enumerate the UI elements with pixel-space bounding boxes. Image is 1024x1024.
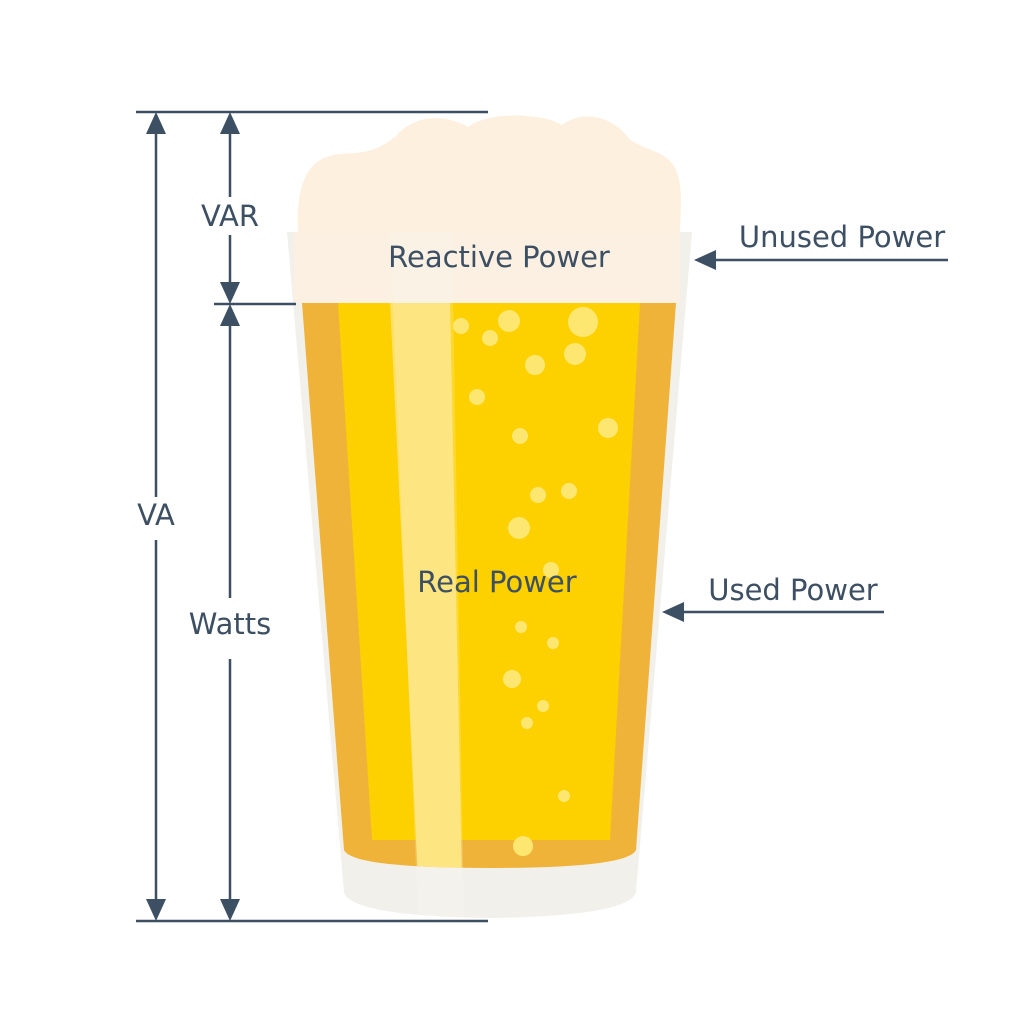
bubble (515, 621, 527, 633)
arrowheads (146, 112, 716, 921)
bubble (498, 310, 520, 332)
watts-arrow-up-icon (220, 304, 240, 326)
used-arrow-icon (662, 602, 684, 622)
watts-arrow-down-icon (220, 899, 240, 921)
var-arrow-up-icon (220, 112, 240, 134)
dimension-lines (136, 110, 948, 923)
unused-arrow-icon (694, 250, 716, 270)
bubble (525, 355, 545, 375)
var-label: VAR (201, 199, 259, 233)
beer-liquid (302, 303, 676, 868)
used-power-label: Used Power (708, 573, 878, 607)
foam (294, 115, 681, 303)
va-arrow-down-icon (146, 899, 166, 921)
glass-highlight (390, 232, 464, 918)
va-label: VA (137, 498, 175, 532)
bubble (564, 343, 586, 365)
bubble (453, 318, 469, 334)
foam-band (294, 232, 680, 303)
va-arrow-up-icon (146, 112, 166, 134)
bubbles (453, 307, 618, 856)
bubble (508, 517, 530, 539)
bubble (543, 562, 559, 578)
bubble (513, 836, 533, 856)
bubble (598, 418, 618, 438)
beer-highlight (390, 303, 462, 868)
bubble (537, 700, 549, 712)
bubble (558, 790, 570, 802)
bubble (503, 670, 521, 688)
bubble (482, 330, 498, 346)
bubble (512, 428, 528, 444)
real-power-label: Real Power (417, 565, 576, 599)
bubble (561, 483, 577, 499)
watts-label: Watts (189, 607, 271, 641)
bubble (469, 389, 485, 405)
unused-power-label: Unused Power (739, 220, 945, 254)
reactive-power-label: Reactive Power (388, 240, 610, 274)
bubble (530, 487, 546, 503)
bubble (521, 717, 533, 729)
foam-head (297, 115, 681, 232)
bubble (568, 307, 598, 337)
var-arrow-down-icon (220, 282, 240, 304)
bubble (547, 637, 559, 649)
